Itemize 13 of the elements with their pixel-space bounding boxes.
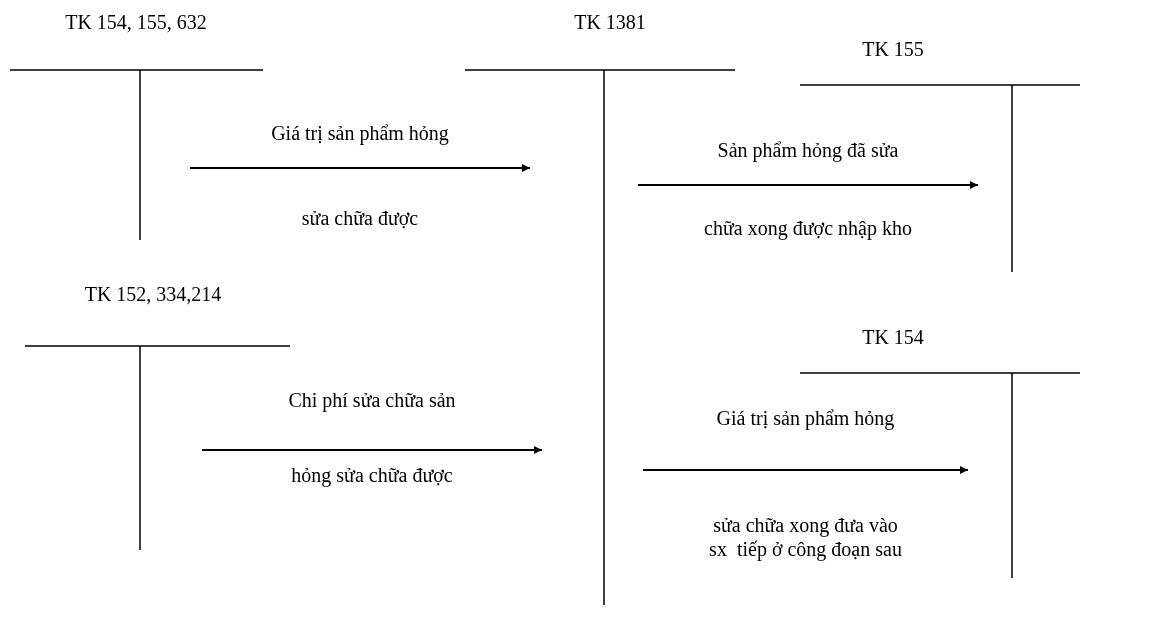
account-label: TK 154 [862,325,924,349]
arrow [642,466,969,474]
arrow [637,181,979,189]
account-label: TK 154, 155, 632 [65,10,207,34]
edge-label: Chi phí sửa chữa sản hỏng sửa chữa được [288,388,456,487]
edge-label: Sản phẩm hỏng đã sửa chữa xong được nhập kho [704,138,912,240]
account-label: TK 155 [862,37,924,61]
account-label: TK 1381 [574,10,646,34]
edge-label: Giá trị sản phẩm hỏng sửa chữa xong đưa vào sx tiếp ở công đoạn sau [709,406,902,561]
arrow [189,164,531,172]
edge-label: Giá trị sản phẩm hỏng sửa chữa được [271,121,449,230]
account-label: TK 152, 334,214 [84,282,222,306]
arrow [201,446,543,454]
